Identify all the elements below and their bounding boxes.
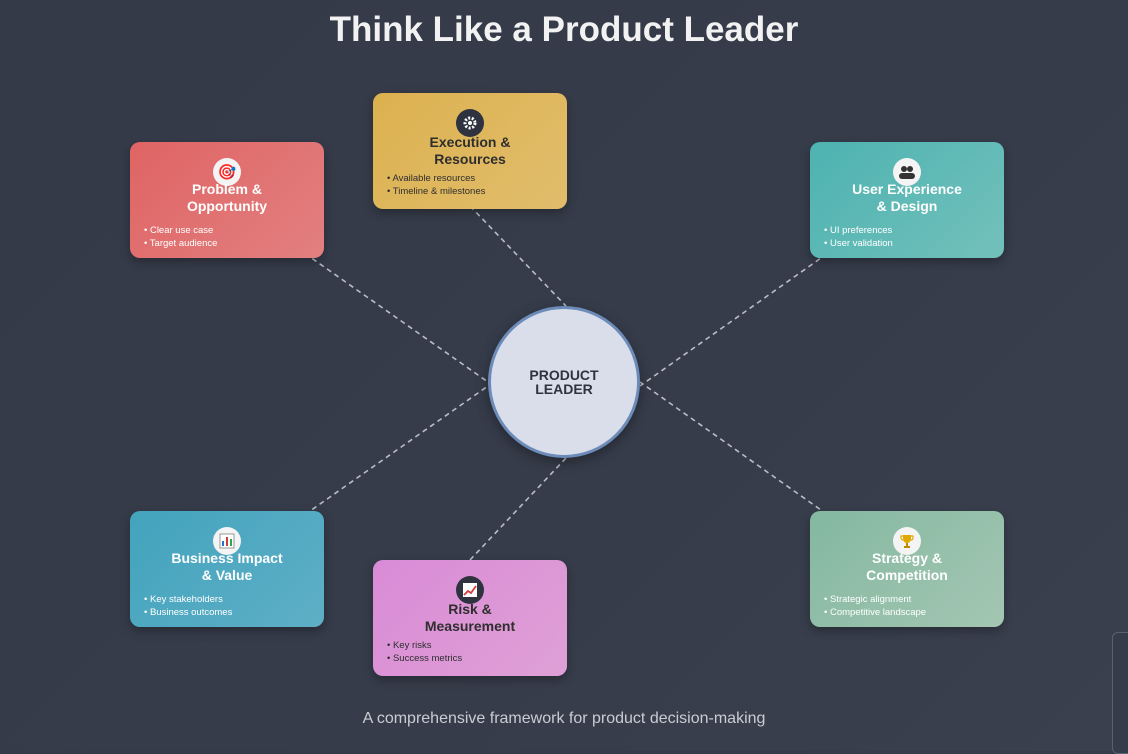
list-item: • Key risks <box>387 640 432 651</box>
trend-chart-icon <box>456 576 484 604</box>
list-item: • Target audience <box>144 238 218 249</box>
card-user-experience-design: User Experience & Design • UI preference… <box>810 142 1004 258</box>
page-title: Think Like a Product Leader <box>329 10 799 49</box>
list-item: • UI preferences <box>824 225 893 236</box>
side-panel-edge[interactable] <box>1112 632 1128 754</box>
connector-execution <box>469 205 567 307</box>
card-title: Execution & Resources <box>429 134 511 167</box>
list-item: • Competitive landscape <box>824 607 927 618</box>
list-item: • Timeline & milestones <box>387 186 486 197</box>
card-bullets: • UI preferences • User validation <box>824 224 893 250</box>
card-title: Strategy & Competition <box>866 550 948 583</box>
page-subtitle: A comprehensive framework for product de… <box>362 710 766 727</box>
card-title: Risk & Measurement <box>424 601 516 634</box>
card-bullets: • Available resources • Timeline & miles… <box>387 172 485 198</box>
gear-icon <box>456 109 484 137</box>
list-item: • Success metrics <box>387 653 463 664</box>
connector-risk <box>469 457 567 561</box>
users-icon <box>893 158 921 186</box>
trophy-icon <box>893 527 921 555</box>
card-business-impact-value: Business Impact & Value • Key stakeholde… <box>130 511 324 627</box>
target-icon: 🎯 <box>213 158 241 186</box>
list-item: • Clear use case <box>144 225 214 236</box>
card-bullets: • Strategic alignment • Competitive land… <box>824 593 926 619</box>
card-title: User Experience & Design <box>852 181 962 214</box>
list-item: • Strategic alignment <box>824 594 912 605</box>
card-title: Problem & Opportunity <box>186 181 268 214</box>
list-item: • Business outcomes <box>144 607 233 618</box>
card-execution-resources: Execution & Resources • Available resour… <box>373 93 567 209</box>
card-problem-opportunity: 🎯 Problem & Opportunity • Clear use case… <box>130 142 324 258</box>
center-node: PRODUCT LEADER <box>488 306 640 458</box>
list-item: • Key stakeholders <box>144 594 223 605</box>
card-bullets: • Clear use case • Target audience <box>144 224 217 250</box>
list-item: • User validation <box>824 238 893 249</box>
card-title: Business Impact & Value <box>171 550 283 583</box>
list-item: • Available resources <box>387 173 476 184</box>
card-strategy-competition: Strategy & Competition • Strategic align… <box>810 511 1004 627</box>
card-risk-measurement: Risk & Measurement • Key risks • Success… <box>373 560 567 676</box>
card-bullets: • Key risks • Success metrics <box>387 639 462 665</box>
card-bullets: • Key stakeholders • Business outcomes <box>144 593 232 619</box>
bar-chart-icon <box>213 527 241 555</box>
